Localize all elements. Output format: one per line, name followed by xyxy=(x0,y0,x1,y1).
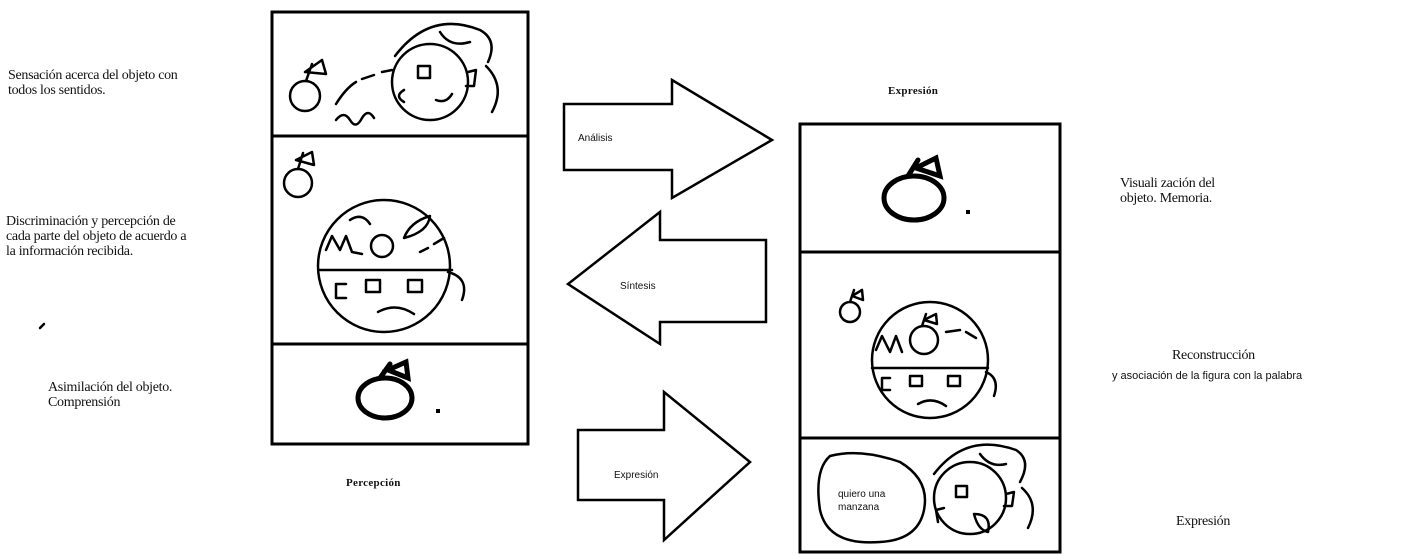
label-reconstruction: Reconstrucción xyxy=(1172,348,1255,363)
apple-icon xyxy=(838,288,865,324)
panel-visualization xyxy=(798,122,1062,254)
label-assimilation: Asimilación del objeto. Comprensión xyxy=(48,380,173,410)
label-association: y asociación de la figura con la palabra xyxy=(1112,370,1303,382)
label-perception: Percepción xyxy=(346,477,401,489)
stray-mark xyxy=(38,322,46,330)
apple-icon xyxy=(282,150,316,199)
label-synthesis: Síntesis xyxy=(620,281,656,292)
panel-assimilation xyxy=(270,342,530,446)
speech-bubble xyxy=(817,451,927,544)
apple-icon xyxy=(881,154,970,223)
apple-icon xyxy=(355,358,440,421)
apple-icon xyxy=(288,58,328,113)
panel-sensation xyxy=(270,10,530,138)
face-icon xyxy=(932,443,1035,536)
head-icon xyxy=(870,300,997,420)
arrow-expression xyxy=(576,389,752,543)
panel-discrimination xyxy=(270,134,530,346)
panel-expression xyxy=(798,436,1062,554)
label-expression-header: Expresión xyxy=(888,85,939,97)
head-icon xyxy=(316,198,466,334)
panel-reconstruction xyxy=(798,250,1062,440)
label-analysis: Análisis xyxy=(578,133,613,144)
face-icon xyxy=(390,22,499,122)
speech-bubble-text: quiero una manzana xyxy=(838,489,886,513)
scent-dashes xyxy=(334,68,394,106)
right-panel-column xyxy=(798,122,1062,554)
taste-squiggle xyxy=(334,111,376,126)
label-expression-arrow: Expresión xyxy=(614,470,659,481)
label-sensation: Sensación acerca del objeto con todos lo… xyxy=(8,68,178,98)
label-visualization: Visuali zación del objeto. Memoria. xyxy=(1120,176,1215,206)
arrow-synthesis xyxy=(565,209,768,347)
arrow-analysis xyxy=(562,77,775,201)
label-expression-right: Expresión xyxy=(1176,514,1231,529)
label-discrimination: Discriminación y percepción de cada part… xyxy=(6,214,187,259)
